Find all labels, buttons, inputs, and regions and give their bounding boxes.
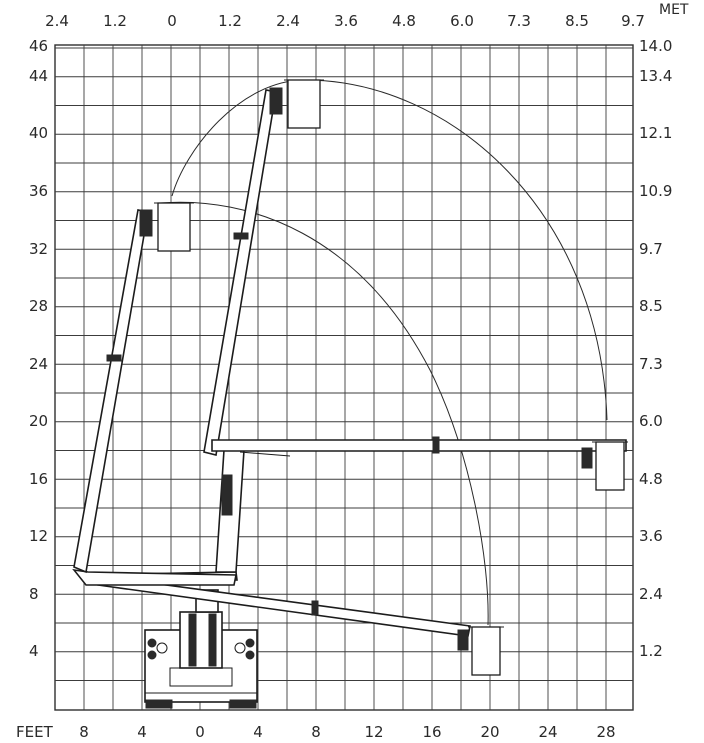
top-tick: 6.0	[450, 12, 474, 30]
bottom-tick: 4	[137, 723, 147, 741]
top-tick: 7.3	[507, 12, 531, 30]
cylinder	[221, 474, 233, 516]
top-tick: 8.5	[565, 12, 589, 30]
truck-cab-column	[188, 613, 197, 667]
top-tick: 2.4	[276, 12, 300, 30]
top-tick: 0	[167, 12, 177, 30]
left-tick: 12	[29, 527, 48, 545]
reach-envelope	[159, 79, 608, 626]
chart-frame	[54, 44, 634, 711]
left-tick: 40	[29, 124, 48, 142]
left-tick: 4	[29, 642, 39, 660]
bucket	[287, 79, 321, 129]
truck-tire	[145, 699, 173, 709]
left-tick: 16	[29, 470, 48, 488]
upper-boom	[73, 209, 149, 574]
top-tick: 3.6	[334, 12, 358, 30]
right-tick: 14.0	[639, 37, 672, 55]
right-axis: 1.2 2.4 3.6 4.8 6.0 7.3 8.5 9.7 10.9 12.…	[639, 37, 672, 660]
bottom-tick: 20	[480, 723, 499, 741]
left-tick: 32	[29, 240, 48, 258]
hose-line	[239, 451, 291, 457]
top-tick: 1.2	[103, 12, 127, 30]
right-tick: 2.4	[639, 585, 663, 603]
bucket-bracket	[269, 87, 283, 115]
boom-high-left	[72, 202, 237, 586]
boom-joint	[106, 354, 122, 362]
bottom-tick: 24	[538, 723, 557, 741]
top-axis: 2.4 1.2 0 1.2 2.4 3.6 4.8 6.0 7.3 8.5 9.…	[45, 2, 689, 30]
right-tick: 12.1	[639, 124, 672, 142]
bottom-tick: 16	[422, 723, 441, 741]
upper-boom	[211, 439, 627, 452]
bucket	[595, 441, 625, 491]
bottom-tick: 4	[253, 723, 263, 741]
right-tick: 10.9	[639, 182, 672, 200]
boom-joint	[432, 436, 440, 454]
top-tick: 1.2	[218, 12, 242, 30]
bottom-tick: 0	[195, 723, 205, 741]
grid	[54, 44, 634, 711]
truck-light	[245, 650, 255, 660]
bottom-tick: 28	[596, 723, 615, 741]
top-tick: 9.7	[621, 12, 645, 30]
top-tick: 4.8	[392, 12, 416, 30]
left-tick: 24	[29, 355, 48, 373]
right-tick: 4.8	[639, 470, 663, 488]
truck-light	[147, 638, 157, 648]
bucket	[471, 626, 501, 676]
right-tick: 7.3	[639, 355, 663, 373]
bucket	[157, 202, 191, 252]
bottom-tick: 8	[311, 723, 321, 741]
left-tick: 44	[29, 67, 48, 85]
outer-reach-arc	[171, 79, 608, 421]
left-tick: 28	[29, 297, 48, 315]
upper-boom	[203, 89, 277, 456]
truck-grille	[169, 667, 233, 687]
right-tick: 9.7	[639, 240, 663, 258]
feet-label: FEET	[16, 723, 54, 741]
truck-light	[234, 642, 246, 654]
left-tick: 8	[29, 585, 39, 603]
vertical-grid-lines	[83, 45, 607, 710]
truck-light	[147, 650, 157, 660]
truck-light	[245, 638, 255, 648]
bucket-bracket	[581, 447, 593, 469]
right-tick: 13.4	[639, 67, 672, 85]
truck-tire	[229, 699, 257, 709]
right-tick: 6.0	[639, 412, 663, 430]
bucket-bracket	[139, 209, 153, 237]
boom-joint	[311, 600, 319, 616]
bottom-axis: FEET 8 4 0 4 8 12 16 20 24 28	[16, 723, 616, 741]
top-tick: 2.4	[45, 12, 69, 30]
left-tick: 46	[29, 37, 48, 55]
boom-horizontal	[211, 436, 628, 491]
left-tick: 20	[29, 412, 48, 430]
boom-high-center	[203, 79, 324, 573]
truck	[144, 589, 258, 709]
truck-light	[156, 642, 168, 654]
inner-reach-arc	[159, 201, 489, 626]
bottom-tick: 8	[79, 723, 89, 741]
bucket-bracket	[457, 629, 469, 651]
right-tick: 8.5	[639, 297, 663, 315]
right-tick: 1.2	[639, 642, 663, 660]
right-tick: 3.6	[639, 527, 663, 545]
boom-joint	[233, 232, 249, 240]
meters-label: MET	[659, 2, 689, 18]
truck-cab-column	[208, 613, 217, 667]
bottom-tick: 12	[364, 723, 383, 741]
left-tick: 36	[29, 182, 48, 200]
left-axis: 4 8 12 16 20 24 28 32 36 40 44 46	[29, 37, 48, 660]
